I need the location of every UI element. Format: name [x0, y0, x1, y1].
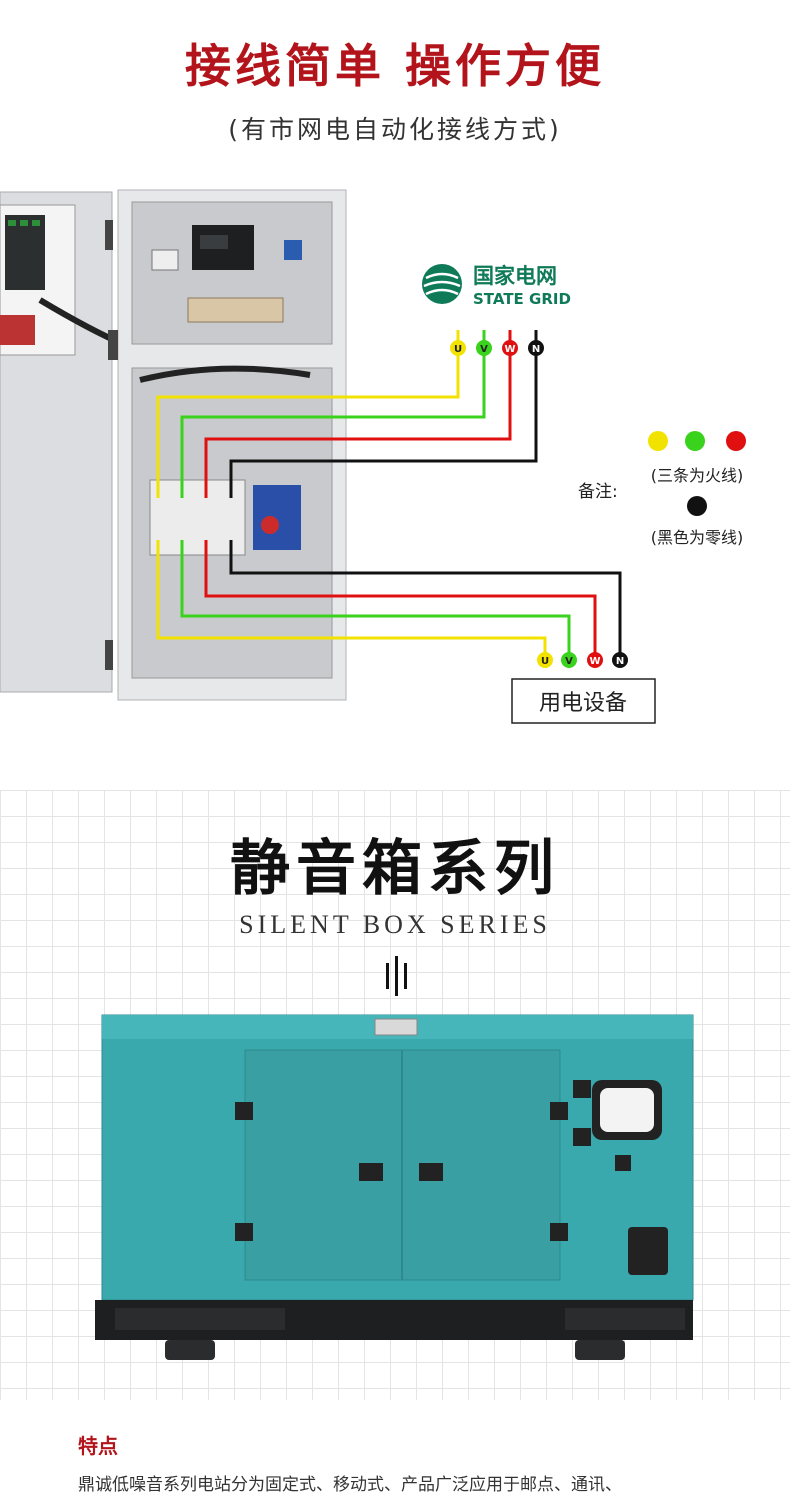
cabinet-body — [108, 189, 347, 701]
series-title: 静音箱系列 — [230, 834, 560, 904]
series-subtitle: SILENT BOX SERIES — [239, 910, 551, 939]
wiring-diagram: 国家电网 STATE GRID U V W N U V W N 用电设备 (三条… — [0, 189, 746, 724]
incoming-wires — [156, 330, 538, 498]
page-subtitle: (有市网电自动化接线方式) — [228, 115, 562, 144]
silent-genset-image — [95, 1014, 694, 1360]
note-label: 备注: — [578, 482, 618, 502]
note-live: (三条为火线) — [651, 466, 744, 485]
grid-terminal-w: W — [504, 344, 515, 355]
state-grid-logo: 国家电网 STATE GRID — [422, 264, 571, 308]
load-terminal-w: W — [589, 656, 600, 667]
grid-terminals: U V W N — [450, 340, 544, 356]
load-terminal-u: U — [541, 656, 549, 667]
cabinet-left-door — [0, 191, 127, 693]
grid-terminal-u: U — [454, 344, 462, 355]
note-neutral: (黑色为零线) — [651, 528, 744, 547]
features-title: 特点 — [78, 1434, 118, 1458]
load-terminal-v: V — [565, 656, 573, 667]
state-grid-en: STATE GRID — [473, 290, 571, 308]
divider-mark — [382, 956, 412, 996]
outgoing-wires — [156, 540, 622, 653]
load-box: 用电设备 — [511, 678, 656, 724]
grid-terminal-v: V — [480, 344, 488, 355]
grid-terminal-n: N — [532, 344, 540, 355]
features-text: 鼎诚低噪音系列电站分为固定式、移动式、产品广泛应用于邮点、通讯、 — [78, 1475, 622, 1495]
load-terminals: U V W N — [537, 652, 628, 668]
wire-legend: (三条为火线) 备注: (黑色为零线) — [578, 431, 746, 547]
load-label: 用电设备 — [539, 691, 627, 716]
load-terminal-n: N — [616, 656, 624, 667]
page-title: 接线简单 操作方便 — [184, 39, 605, 93]
state-grid-cn: 国家电网 — [473, 264, 557, 288]
